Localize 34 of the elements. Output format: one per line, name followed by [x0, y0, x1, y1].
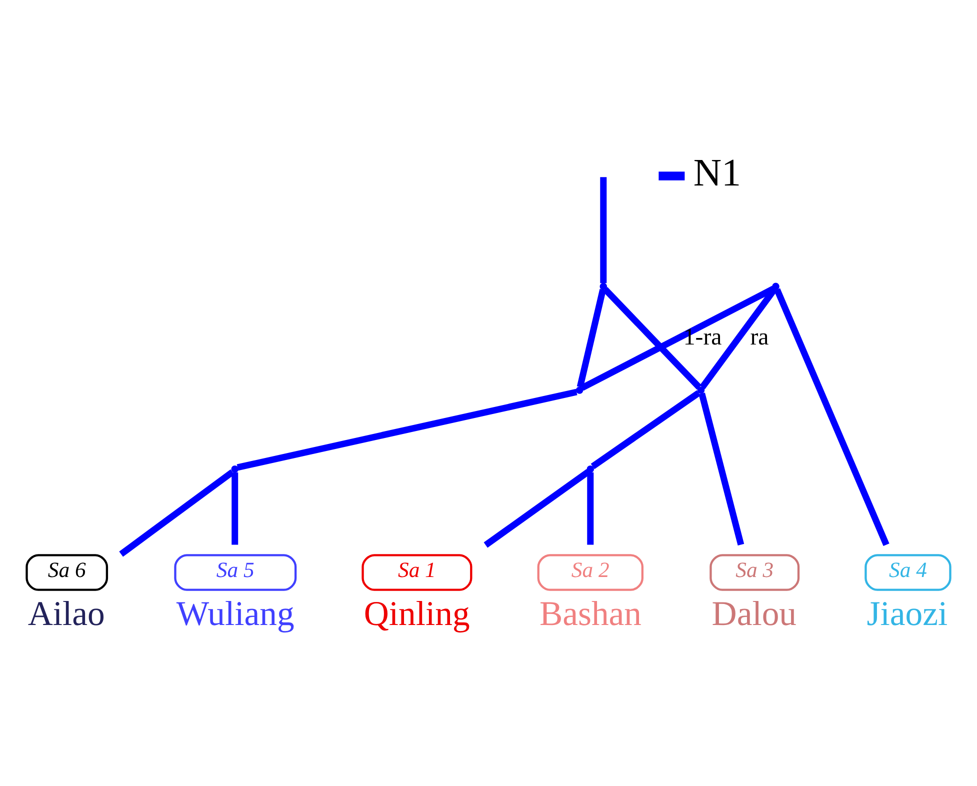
connector — [484, 468, 590, 548]
connector — [774, 288, 890, 546]
connector — [576, 288, 606, 388]
node-box: Sa 3 — [710, 554, 800, 590]
node-box: Sa 5 — [174, 554, 297, 590]
connector — [587, 472, 594, 544]
connector — [602, 286, 702, 390]
node-label: Jiaozi — [866, 594, 948, 633]
node-point — [586, 464, 594, 472]
node-point — [772, 282, 780, 290]
connector — [580, 285, 776, 390]
connector — [700, 286, 778, 389]
node-point — [576, 386, 584, 394]
connector — [600, 176, 607, 283]
edge-label: ra — [750, 324, 769, 350]
connector — [698, 392, 744, 546]
node-point — [697, 386, 705, 394]
legend-label: N1 — [693, 151, 742, 194]
node-label: Ailao — [28, 594, 105, 633]
connector — [232, 472, 238, 544]
node-label: Wuliang — [176, 594, 294, 633]
node-label: Bashan — [539, 594, 642, 633]
node-point — [231, 464, 239, 472]
node-label: Dalou — [712, 594, 797, 633]
node-box: Sa 2 — [537, 554, 644, 590]
node-point — [600, 282, 608, 290]
node-label: Qinling — [364, 594, 470, 633]
node-box: Sa 1 — [362, 554, 472, 590]
node-box: Sa 4 — [864, 554, 952, 590]
connector — [119, 468, 234, 556]
node-box: Sa 6 — [26, 554, 108, 590]
edge-label: 1-ra — [683, 324, 722, 350]
connector — [236, 388, 578, 470]
connector — [590, 390, 700, 469]
